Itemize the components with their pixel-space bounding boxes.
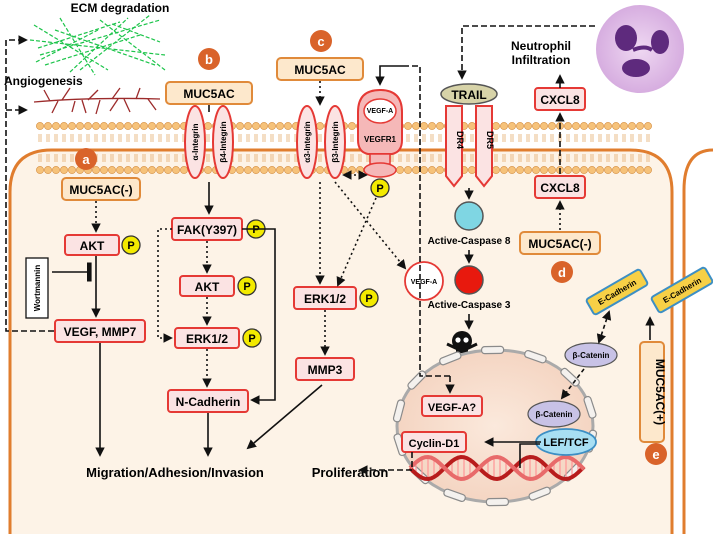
trail-label: TRAIL — [451, 88, 486, 102]
proliferation-label: Proliferation — [312, 465, 389, 480]
cyclin-d1-label: Cyclin-D1 — [409, 438, 460, 450]
muc5ac-pos-label: MUC5AC(+) — [653, 359, 667, 425]
badge-c: c — [310, 30, 332, 52]
mmp3-label: MMP3 — [308, 363, 343, 377]
cyclin-d1-box — [401, 431, 467, 453]
dr4-receptor — [445, 105, 463, 188]
phospho-akt-b: P — [237, 276, 257, 296]
alpha3-integrin — [296, 105, 318, 179]
phospho-vegfr1: P — [370, 178, 390, 198]
trail-ligand — [440, 83, 498, 105]
badge-e: e — [645, 443, 667, 465]
cxcl8-in-label: CXCL8 — [540, 181, 580, 195]
ncadherin-box — [167, 389, 249, 413]
wortmannin-box — [25, 257, 49, 319]
muc5ac-neg-box-a — [61, 177, 141, 201]
alpha-integrin-label: α-Integrin — [191, 123, 200, 160]
muc5ac-label-b: MUC5AC — [183, 87, 235, 101]
cxcl8-in-box — [534, 175, 586, 199]
badge-a: a — [75, 148, 97, 170]
ecm-degradation-label: ECM degradation — [71, 1, 170, 15]
svg-text:a: a — [82, 152, 90, 167]
vegfa-ligand — [363, 98, 397, 124]
badge-b: b — [198, 48, 220, 70]
beta-catenin-cyto-label: β-Catenin — [573, 351, 610, 360]
dr4-label: DR4 — [455, 131, 465, 149]
svg-text:P: P — [127, 240, 134, 252]
blood-vessel-image — [33, 87, 161, 115]
phospho-erk-c: P — [359, 288, 379, 308]
alpha-integrin — [184, 105, 206, 179]
dr5-label: DR5 — [485, 131, 495, 149]
svg-text:P: P — [248, 333, 255, 345]
svg-text:P: P — [252, 224, 259, 236]
vegfr1-label: VEGFR1 — [364, 135, 397, 144]
badge-d: d — [551, 261, 573, 283]
beta3-integrin-label: β3-Integrin — [331, 121, 340, 162]
vegfa-nuclear-label: VEGF-A? — [428, 402, 477, 414]
vegf-mmp7-label: VEGF, MMP7 — [64, 325, 137, 339]
ncadherin-label: N-Cadherin — [176, 395, 241, 409]
neutrophil-infiltration-label-1: Neutrophil — [511, 39, 571, 53]
vegfa-secreted-label: VEGF-A — [411, 279, 437, 286]
svg-text:P: P — [365, 293, 372, 305]
vegfa-secreted — [404, 261, 444, 301]
wortmannin-label: Wortmannin — [33, 265, 42, 312]
beta-catenin-cyto — [564, 342, 618, 368]
neutrophil-image — [596, 5, 684, 93]
svg-text:c: c — [317, 34, 324, 49]
dna-helix-image — [408, 454, 586, 482]
neutrophil-infiltration-label-2: Infiltration — [512, 53, 571, 67]
beta3-integrin — [324, 105, 346, 179]
cxcl8-out-label: CXCL8 — [540, 93, 580, 107]
beta4-integrin-label: β4-Integrin — [219, 121, 228, 162]
vegfa-ligand-label: VEGF-A — [367, 108, 393, 115]
fak-label: FAK(Y397) — [177, 223, 237, 237]
beta-catenin-nuclear-label: β-Catenin — [536, 410, 573, 419]
beta4-integrin — [212, 105, 234, 179]
akt-label-b: AKT — [195, 280, 220, 294]
lef-tcf-label: LEF/TCF — [543, 437, 588, 449]
muc5ac-box-c — [276, 57, 364, 81]
neighbor-cell-outline — [682, 148, 713, 534]
erk-label-b: ERK1/2 — [186, 332, 228, 346]
svg-text:e: e — [652, 447, 659, 462]
muc5ac-neg-box-d — [519, 231, 601, 255]
caspase8-label: Active-Caspase 8 — [428, 236, 511, 247]
svg-text:P: P — [243, 281, 250, 293]
vegfa-nuclear-box — [421, 395, 483, 417]
muc5ac-box-b — [165, 81, 253, 105]
ecm-fibers-image — [29, 14, 166, 76]
alpha3-integrin-label: α3-Integrin — [303, 121, 312, 162]
muc5ac-label-c: MUC5AC — [294, 63, 346, 77]
muc5ac-pos-box — [639, 341, 665, 443]
erk-box-c — [293, 286, 357, 310]
svg-text:b: b — [205, 52, 213, 67]
caspase3-label: Active-Caspase 3 — [428, 300, 511, 311]
caspase8-circle — [454, 201, 484, 231]
muc5ac-neg-label-d: MUC5AC(-) — [528, 237, 591, 251]
phospho-erk-b: P — [242, 328, 262, 348]
svg-text:P: P — [376, 183, 383, 195]
pathway-arrows — [5, 25, 655, 475]
muc5ac-neg-label-a: MUC5AC(-) — [69, 183, 132, 197]
beta-catenin-nuclear — [527, 400, 581, 428]
akt-box-b — [179, 275, 235, 297]
erk-box-b — [174, 327, 240, 349]
erk-label-c: ERK1/2 — [304, 292, 346, 306]
vegf-mmp7-box — [54, 319, 146, 343]
akt-box-a — [64, 234, 120, 256]
caspase3-circle — [454, 265, 484, 295]
akt-label-a: AKT — [80, 239, 105, 253]
dr5-receptor — [475, 105, 493, 188]
migration-label: Migration/Adhesion/Invasion — [86, 465, 264, 480]
mmp3-box — [295, 357, 355, 381]
phospho-akt-a: P — [121, 235, 141, 255]
svg-text:d: d — [558, 265, 566, 280]
angiogenesis-label: Angiogenesis — [4, 74, 83, 88]
